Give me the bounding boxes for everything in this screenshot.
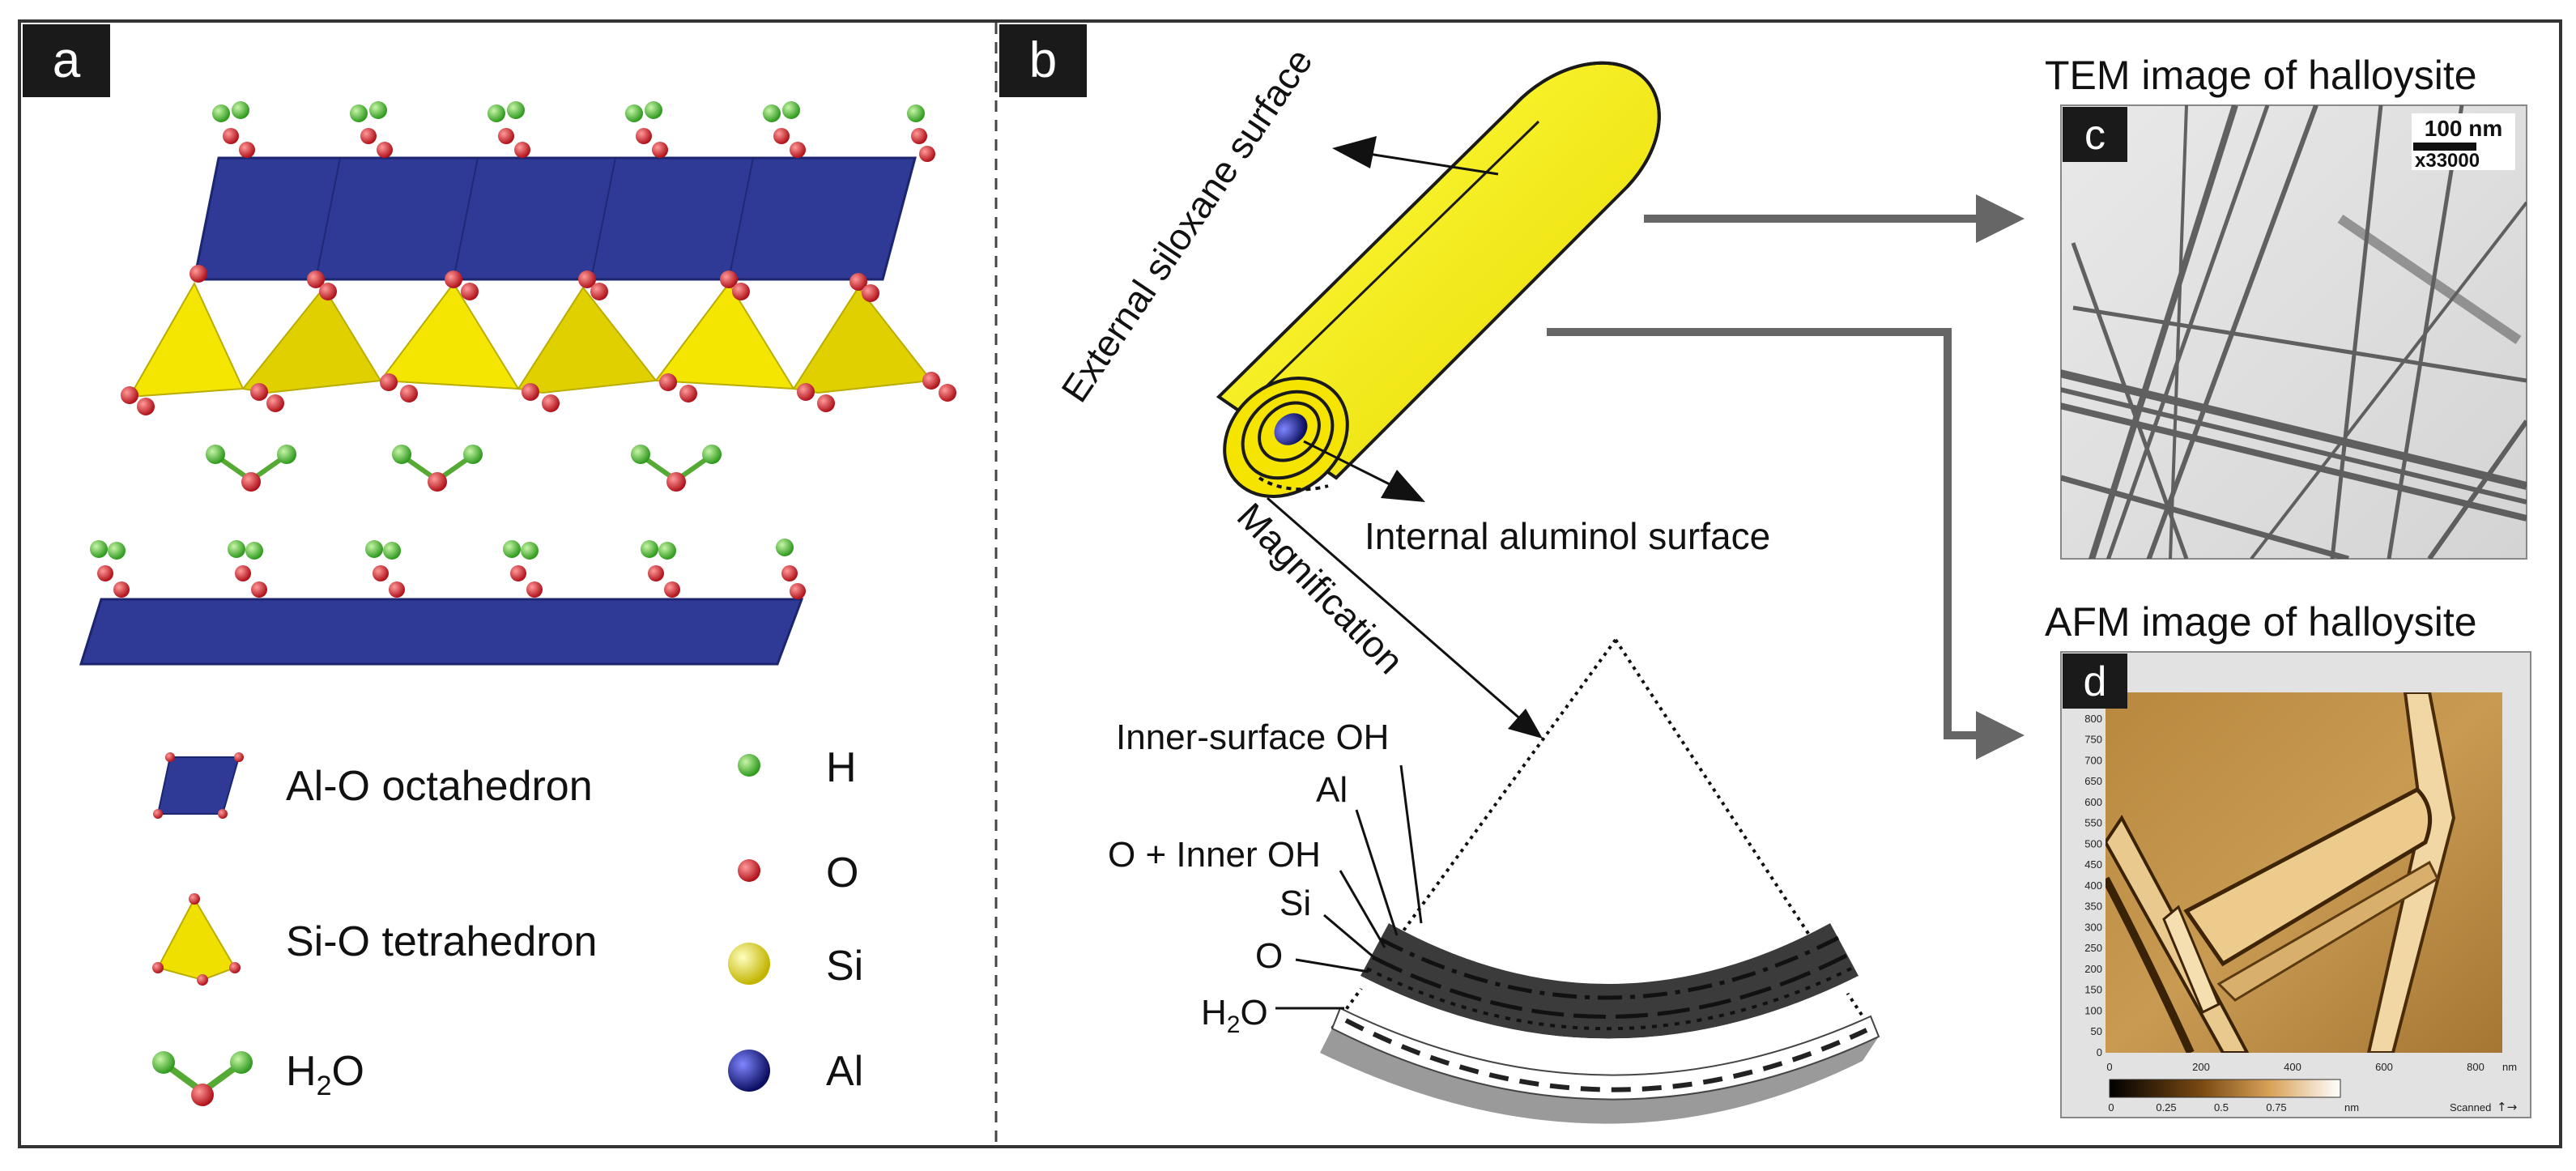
legend-water-label: H2O	[286, 1048, 364, 1101]
hydrogen-atom-icon	[738, 754, 760, 777]
magnification-arrow	[1267, 496, 1523, 722]
legend-o-label: O	[826, 850, 858, 896]
magnified-wedge	[1320, 638, 1880, 1124]
legend-octahedron: Al-O octahedron	[153, 752, 593, 819]
top-hydroxyls	[212, 101, 935, 162]
afm-y-tick: 700	[2084, 754, 2102, 766]
panel-d-tag: d	[2063, 654, 2127, 709]
afm-title: AFM image of halloysite	[2045, 599, 2477, 645]
afm-image: 8508007507006506005505004504003503002502…	[2084, 677, 2517, 1114]
afm-y-tick: 500	[2084, 837, 2102, 850]
legend-tetrahedron-label: Si-O tetrahedron	[286, 918, 597, 965]
octahedral-sheet-bottom	[79, 598, 804, 666]
panel-c: TEM image of halloysite	[2045, 53, 2527, 560]
legend-atoms: H O Si Al	[728, 744, 863, 1095]
layer-inner-oh-label: Inner-surface OH	[1116, 718, 1389, 757]
panel-a-label: a	[53, 32, 81, 88]
legend-tetrahedron: Si-O tetrahedron	[152, 893, 597, 986]
afm-bar-tick: 0.5	[2214, 1101, 2229, 1114]
layer-al-label: Al	[1316, 770, 1348, 810]
legend-h-label: H	[826, 744, 857, 791]
afm-bar-unit: nm	[2344, 1101, 2359, 1114]
afm-x-tick: 400	[2284, 1061, 2301, 1073]
afm-x-axis: 0 200 400 600 800	[2106, 1061, 2484, 1073]
afm-y-tick: 550	[2084, 817, 2102, 829]
afm-y-axis: 8508007507006506005505004504003503002502…	[2084, 692, 2102, 1058]
legend-octahedron-label: Al-O octahedron	[286, 763, 593, 810]
afm-colorbar-ticks: 0 0.25 0.5 0.75	[2108, 1101, 2286, 1114]
external-arrow	[1368, 152, 1499, 176]
aluminum-atom-icon	[728, 1050, 770, 1092]
connector-arrows	[1547, 194, 2025, 760]
panel-c-tag: c	[2063, 107, 2127, 162]
tem-scale-label: 100 nm	[2425, 116, 2503, 141]
afm-bar-tick: 0	[2108, 1101, 2114, 1114]
panel-d-label: d	[2084, 658, 2107, 705]
afm-y-tick: 200	[2084, 963, 2102, 975]
afm-y-tick: 0	[2097, 1046, 2102, 1058]
layer-band	[1360, 923, 1859, 1039]
internal-arrow-head	[1381, 470, 1425, 502]
legend-al-label: Al	[826, 1048, 863, 1095]
legend-si-label: Si	[826, 943, 863, 990]
panel-a-tag: a	[23, 24, 110, 97]
water-molecule-icon	[152, 1051, 253, 1106]
afm-y-tick: 800	[2084, 713, 2102, 725]
panel-b-tag: b	[999, 24, 1087, 97]
panel-c-label: c	[2084, 112, 2106, 159]
afm-y-tick: 300	[2084, 921, 2102, 933]
afm-y-tick: 650	[2084, 775, 2102, 787]
panel-b-label: b	[1029, 32, 1057, 88]
panel-a: a	[23, 24, 956, 1106]
bridging-oxygens	[189, 265, 879, 302]
legend-water: H2O	[152, 1048, 364, 1106]
oxygen-atom-icon	[738, 859, 760, 882]
afm-scanned-label: Scanned	[2450, 1101, 2491, 1114]
afm-x-tick: 800	[2467, 1061, 2484, 1073]
external-arrow-head	[1332, 136, 1377, 168]
layer-labels: Inner-surface OH Al O + Inner OH Si O H2…	[1108, 718, 1423, 1038]
interlayer-water	[206, 445, 722, 492]
layer-water-label: H2O	[1201, 993, 1268, 1038]
afm-bar-tick: 0.25	[2156, 1101, 2176, 1114]
internal-surface-label: Internal aluminol surface	[1365, 515, 1770, 557]
afm-x-unit: nm	[2502, 1061, 2517, 1073]
bottom-hydroxyls	[90, 539, 806, 599]
afm-y-tick: 400	[2084, 879, 2102, 892]
halloysite-tube	[1216, 61, 1661, 499]
tem-title: TEM image of halloysite	[2045, 53, 2477, 98]
layer-o-label: O	[1255, 936, 1283, 976]
afm-y-tick: 750	[2084, 734, 2102, 746]
afm-y-tick: 100	[2084, 1004, 2102, 1016]
basal-oxygens	[121, 372, 956, 415]
tem-mag-label: x33000	[2415, 150, 2480, 172]
tube-lumen	[1274, 413, 1308, 445]
internal-arrow	[1303, 440, 1394, 488]
afm-colorbar	[2109, 1079, 2341, 1098]
layer-si-label: Si	[1279, 884, 1311, 923]
afm-x-tick: 0	[2106, 1061, 2112, 1073]
tetrahedral-sheet	[128, 281, 933, 398]
panel-d: AFM image of halloysite 8508007507006506…	[2045, 599, 2531, 1118]
layer-o-inner-label: O + Inner OH	[1108, 835, 1321, 875]
afm-y-tick: 50	[2091, 1025, 2102, 1037]
scan-direction-icon: ↑→	[2497, 1100, 2517, 1114]
afm-y-tick: 350	[2084, 901, 2102, 913]
octahedral-facets-top	[315, 157, 754, 280]
silicon-atom-icon	[728, 943, 770, 985]
magnification-arrow-head	[1508, 709, 1543, 739]
octahedral-sheet-top	[193, 156, 917, 281]
afm-x-tick: 200	[2192, 1061, 2210, 1073]
afm-y-tick: 150	[2084, 984, 2102, 996]
afm-y-tick: 600	[2084, 796, 2102, 808]
afm-bar-tick: 0.75	[2266, 1101, 2286, 1114]
afm-x-tick: 600	[2375, 1061, 2393, 1073]
tem-scale-bar	[2413, 143, 2476, 151]
afm-y-tick: 250	[2084, 942, 2102, 954]
afm-y-tick: 450	[2084, 858, 2102, 871]
tem-image: 100 nm x33000	[2060, 104, 2527, 560]
